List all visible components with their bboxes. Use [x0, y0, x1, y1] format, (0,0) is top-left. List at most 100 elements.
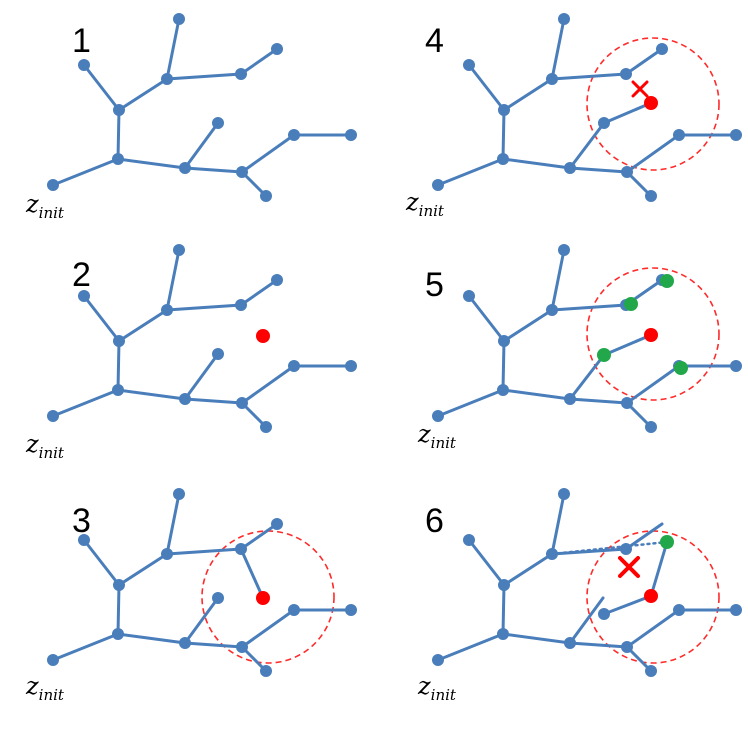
tree-node: [288, 604, 300, 616]
tree-edge: [82, 294, 121, 343]
tree-node: [498, 104, 510, 116]
tree-node: [78, 59, 90, 71]
tree-edge: [239, 278, 279, 307]
tree-node: [236, 397, 248, 409]
new-edge: [602, 594, 653, 616]
tree-node: [212, 348, 224, 360]
tree-edge: [625, 133, 681, 174]
tree-node: [546, 73, 558, 85]
tree-edge: [165, 303, 243, 312]
tree-node: [288, 129, 300, 141]
tree-edge: [165, 72, 243, 81]
tree-edge: [467, 538, 506, 587]
tree-node: [78, 290, 90, 302]
tree-node: [173, 488, 185, 500]
tree-edge: [183, 352, 220, 401]
sample-node: [644, 96, 658, 110]
tree-edge: [501, 583, 506, 636]
tree-edge: [467, 63, 506, 112]
panel-5-label: 5: [425, 266, 444, 304]
tree-node: [345, 360, 357, 372]
tree-edge: [240, 608, 296, 649]
tree-edge: [183, 166, 244, 174]
tree-edge: [502, 77, 554, 112]
panel-6-origin-label: zinit: [417, 672, 457, 704]
tree-node: [78, 534, 90, 546]
tree-edge: [117, 77, 169, 112]
tree-node: [558, 244, 570, 256]
tree-node: [497, 153, 509, 165]
tree-edge: [550, 17, 566, 81]
tree-node: [161, 73, 173, 85]
tree-edge: [116, 157, 187, 170]
cross-icon: [631, 80, 649, 98]
near-node: [660, 535, 674, 549]
tree-node: [236, 641, 248, 653]
tree-edge: [240, 364, 296, 405]
tree-edge: [550, 303, 628, 312]
tree-node: [546, 548, 558, 560]
panel-4: 4 zinit: [405, 13, 742, 220]
tree-edge: [467, 294, 506, 343]
tree-node: [271, 518, 283, 530]
tree-node: [345, 129, 357, 141]
tree-edge: [51, 157, 120, 187]
tree-edge: [568, 353, 606, 401]
tree-node: [288, 360, 300, 372]
tree-edge: [501, 108, 506, 161]
tree-node: [179, 393, 191, 405]
tree-edge: [624, 47, 664, 76]
neighborhood-radius: [586, 37, 720, 171]
new-edge: [602, 333, 653, 357]
tree-node: [498, 579, 510, 591]
tree-node: [621, 397, 633, 409]
tree-node: [179, 162, 191, 174]
sample-node: [644, 328, 658, 342]
tree-edge: [82, 63, 121, 112]
tree-node: [260, 421, 272, 433]
tree-edge: [183, 121, 220, 170]
tree-node: [112, 628, 124, 640]
tree-edge: [550, 248, 566, 312]
tree-node: [235, 68, 247, 80]
tree-node: [260, 665, 272, 677]
tree-edge: [183, 596, 220, 645]
panel-6-label: 6: [425, 502, 444, 540]
tree-edge: [116, 632, 187, 645]
tree-node: [730, 129, 742, 141]
tree-edge: [116, 388, 187, 401]
near-node: [674, 361, 688, 375]
tree-node: [212, 592, 224, 604]
tree-node: [621, 166, 633, 178]
tree-edge: [82, 538, 121, 587]
tree-edge: [625, 364, 681, 405]
tree-edge: [568, 641, 629, 649]
tree-node: [235, 543, 247, 555]
tree-node: [271, 43, 283, 55]
panel-5: 5 zinit: [417, 244, 742, 452]
tree-edge: [51, 388, 120, 418]
tree-edge: [436, 157, 505, 187]
tree-edge: [550, 492, 566, 556]
tree-edge: [165, 547, 243, 556]
tree-node: [236, 166, 248, 178]
tree-edge: [239, 522, 279, 551]
tree-edge: [568, 166, 629, 174]
tree-node: [212, 117, 224, 129]
tree-edge: [116, 583, 121, 636]
sample-node: [644, 589, 658, 603]
tree-node: [47, 654, 59, 666]
tree-node: [564, 162, 576, 174]
panel-3-origin-label: zinit: [25, 672, 65, 704]
tree-node: [271, 274, 283, 286]
panel-1: 1 zinit: [25, 13, 357, 222]
tree-node: [673, 129, 685, 141]
panel-6: 6 zinit: [417, 488, 742, 704]
tree-edge: [502, 308, 554, 343]
tree-node: [620, 68, 632, 80]
tree-node: [463, 59, 475, 71]
panel-5-origin-label: zinit: [417, 420, 457, 452]
tree-node: [179, 637, 191, 649]
panel-2: 2 zinit: [25, 244, 357, 462]
tree-node: [497, 384, 509, 396]
